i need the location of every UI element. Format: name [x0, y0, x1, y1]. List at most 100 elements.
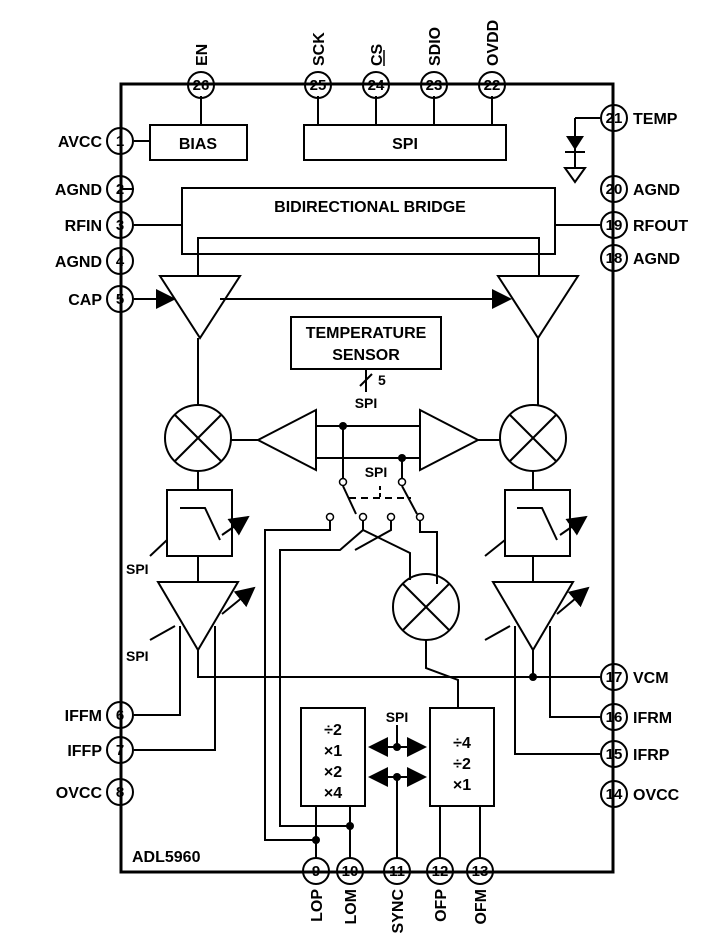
right-if-amplifier — [491, 581, 575, 652]
svg-text:OFM: OFM — [473, 889, 490, 925]
svg-text:18: 18 — [606, 250, 623, 267]
svg-text:IFFP: IFFP — [67, 743, 102, 760]
left-if-filter — [166, 489, 250, 557]
svg-text:19: 19 — [606, 217, 623, 234]
svg-text:12: 12 — [432, 863, 449, 880]
pin-18: 18 AGND — [600, 244, 680, 272]
left-if-amplifier — [156, 581, 240, 652]
svg-text:LOM: LOM — [343, 889, 360, 925]
svg-text:15: 15 — [606, 746, 623, 763]
right-if-filter — [504, 489, 588, 557]
svg-text:23: 23 — [426, 77, 443, 94]
svg-text:CS: CS — [369, 43, 386, 66]
svg-text:14: 14 — [606, 786, 623, 803]
pin-12: 12 OFP — [426, 857, 454, 922]
pin-2: 2 AGND — [55, 175, 134, 203]
svg-text:OVDD: OVDD — [485, 20, 502, 66]
lo-div-1: ÷2 — [324, 722, 342, 739]
svg-text:17: 17 — [606, 669, 623, 686]
spi-block — [303, 124, 507, 161]
pin-9: 9 LOP — [302, 857, 330, 922]
svg-text:3: 3 — [116, 217, 124, 234]
svg-text:6: 6 — [116, 707, 124, 724]
svg-text:EN: EN — [194, 44, 211, 66]
svg-text:AGND: AGND — [55, 182, 102, 199]
bias-label: BIAS — [179, 136, 218, 153]
pin-1: 1 AVCC — [58, 127, 134, 155]
out-div-3: ×1 — [453, 777, 471, 794]
pin-11: 11 SYNC — [383, 857, 411, 934]
svg-text:AGND: AGND — [55, 254, 102, 271]
svg-text:7: 7 — [116, 742, 124, 759]
temp-bus-width: 5 — [378, 372, 386, 388]
svg-text:IFFM: IFFM — [65, 708, 102, 725]
svg-text:10: 10 — [342, 863, 359, 880]
lo-buffer-left — [255, 408, 317, 472]
divider-spi-label: SPI — [386, 709, 409, 725]
pin-17: 17 VCM — [600, 663, 669, 691]
pin-24: 24 CS — [362, 43, 390, 99]
switch-spi-label: SPI — [365, 464, 388, 480]
svg-text:IFRP: IFRP — [633, 747, 670, 764]
pin-19: 19 RFOUT — [600, 211, 688, 239]
svg-text:AVCC: AVCC — [58, 134, 103, 151]
svg-text:2: 2 — [116, 181, 124, 198]
pin-14: 14 OVCC — [600, 780, 680, 808]
pin-7: 7 IFFP — [67, 736, 134, 764]
device-name: ADL5960 — [132, 849, 201, 866]
out-div-2: ÷2 — [453, 756, 471, 773]
pin-25: 25 SCK — [304, 32, 332, 99]
svg-text:11: 11 — [389, 863, 405, 880]
svg-text:RFOUT: RFOUT — [633, 218, 688, 235]
center-mixer — [392, 573, 460, 641]
left-amplifier — [158, 275, 242, 340]
pin-20: 20 AGND — [600, 175, 680, 203]
filter-spi-label: SPI — [126, 561, 149, 577]
chip-outline — [119, 82, 615, 874]
svg-text:24: 24 — [368, 77, 385, 94]
svg-text:16: 16 — [606, 709, 623, 726]
svg-text:26: 26 — [193, 77, 210, 94]
svg-text:21: 21 — [606, 110, 623, 127]
svg-text:OFP: OFP — [433, 889, 450, 922]
amp-spi-label: SPI — [126, 648, 149, 664]
temp-sensor-label-1: TEMPERATURE — [306, 325, 427, 342]
svg-text:8: 8 — [116, 784, 124, 801]
bias-block — [149, 124, 248, 161]
svg-text:22: 22 — [484, 77, 501, 94]
bridge-block — [181, 187, 556, 255]
svg-text:SCK: SCK — [311, 32, 328, 66]
lo-div-3: ×2 — [324, 764, 342, 781]
pin-15: 15 IFRP — [600, 740, 670, 768]
svg-text:SDIO: SDIO — [427, 27, 444, 66]
svg-text:RFIN: RFIN — [65, 218, 102, 235]
svg-text:LOP: LOP — [309, 889, 326, 922]
lo-div-4: ×4 — [324, 785, 342, 802]
pin-16: 16 IFRM — [600, 703, 672, 731]
svg-text:AGND: AGND — [633, 182, 680, 199]
pin-26: 26 EN — [187, 44, 215, 99]
svg-text:20: 20 — [606, 181, 623, 198]
svg-text:SYNC: SYNC — [390, 889, 407, 934]
svg-text:5: 5 — [116, 291, 124, 308]
temp-diode-icon — [563, 117, 600, 184]
pin-23: 23 SDIO — [420, 27, 448, 99]
bridge-label: BIDIRECTIONAL BRIDGE — [274, 199, 466, 216]
svg-text:25: 25 — [310, 77, 327, 94]
right-mixer — [499, 404, 567, 472]
svg-text:OVCC: OVCC — [56, 785, 103, 802]
svg-text:VCM: VCM — [633, 670, 669, 687]
lo-divider-block — [300, 707, 366, 807]
svg-text:TEMP: TEMP — [633, 111, 678, 128]
pin-3: 3 RFIN — [65, 211, 134, 239]
lo-switch — [325, 426, 425, 522]
lo-div-2: ×1 — [324, 743, 342, 760]
pin-21: 21 TEMP — [600, 104, 678, 132]
pin-6: 6 IFFM — [65, 701, 134, 729]
pin-13: 13 OFM — [466, 857, 494, 925]
spi-label: SPI — [392, 136, 418, 153]
lo-buffer-right — [419, 408, 481, 472]
svg-text:9: 9 — [312, 863, 320, 880]
temp-spi-label: SPI — [355, 395, 378, 411]
